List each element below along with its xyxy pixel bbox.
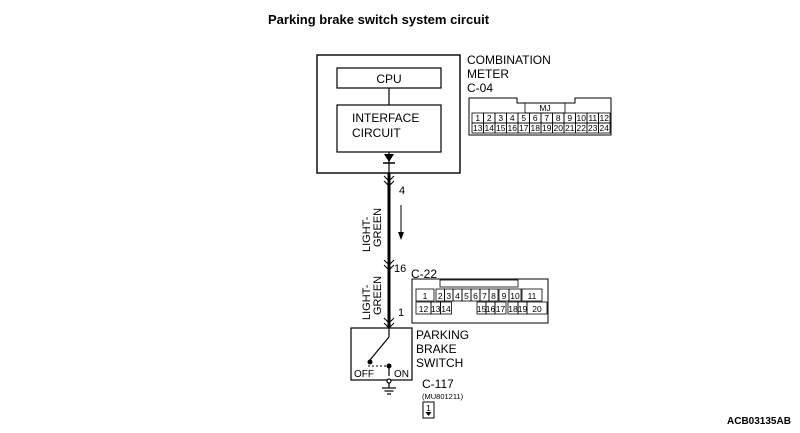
diode-symbol [384,154,394,162]
meter-name-line2: METER [467,67,509,81]
junction-pin-label: 14 [441,304,451,314]
meter-name-line1: COMBINATION [467,53,551,67]
wire-color-upper-line1: LIGHT- [361,216,373,252]
figure-code: ACB03135AB [727,416,791,427]
switch-connector-id: C-117 [422,377,454,391]
signal-direction-arrow [398,205,404,240]
junction-pin-label: 20 [532,304,542,314]
wire-color-upper-line2: GREEN [372,208,384,247]
junction-pin-label: 6 [473,291,478,301]
junction-pin-cell [415,288,435,302]
junction-pin-label: 5 [464,291,469,301]
junction-pin-label: 16 [486,304,496,314]
junction-pin-label: 15 [477,304,487,314]
wire-color-lower-line1: LIGHT- [361,284,373,320]
junction-pin-label: 9 [502,291,507,301]
meter-pin-label: 1 [475,113,480,123]
junction-pin-number: 16 [394,263,406,275]
junction-pin-label: 17 [496,304,506,314]
meter-connector-tag: MJ [539,103,550,113]
junction-pin-label: 7 [482,291,487,301]
junction-pin-label: 19 [518,304,528,314]
switch-off-label: OFF [354,369,374,380]
meter-pin-label: 10 [577,113,587,123]
meter-pin-label: 19 [542,123,552,133]
wire-color-lower-line2: GREEN [372,276,384,315]
parking-brake-switch: OFF ON [350,327,413,381]
switch-name-line2: BRAKE [416,342,457,356]
meter-pin-label: 14 [485,123,495,133]
junction-pin-cell [508,288,522,302]
meter-pin-label: 16 [508,123,518,133]
meter-pin-label: 3 [498,113,503,123]
junction-pin-cell [521,288,543,302]
meter-pin-label: 18 [531,123,541,133]
meter-pin-label: 13 [473,123,483,133]
switch-name-line3: SWITCH [416,356,463,370]
ground-icon [382,378,396,395]
junction-pin-label: 1 [423,291,428,301]
junction-pin-cell [526,301,548,315]
meter-pin-label: 22 [577,123,587,133]
meter-pin-cell [598,122,611,134]
meter-pin-label: 15 [496,123,506,133]
junction-pin-label: 12 [419,304,429,314]
meter-connector-id: C-04 [467,81,493,95]
junction-pin-label: 18 [508,304,518,314]
meter-pin-label: 17 [519,123,529,133]
meter-pin-label: 4 [510,113,515,123]
meter-pin-label: 2 [487,113,492,123]
interface-label-line1: INTERFACE [352,111,419,125]
switch-on-label: ON [394,369,409,380]
cpu-label: CPU [376,72,401,86]
junction-pin-label: 4 [455,291,460,301]
meter-pin-label: 8 [556,113,561,123]
meter-pin-label: 24 [600,123,610,133]
meter-pin-label: 5 [521,113,526,123]
junction-pin-label: 3 [446,291,451,301]
junction-connector-id: C-22 [411,267,437,281]
junction-pin-cell [440,301,452,315]
switch-pin-number: 1 [398,307,404,319]
junction-pin-label: 10 [510,291,520,301]
switch-connector-pin: 1 [426,403,431,413]
meter-pin-number: 4 [399,185,405,197]
junction-pin-label: 2 [438,291,443,301]
meter-pin-label: 9 [567,113,572,123]
junction-pin-cell [494,301,507,315]
meter-pin-label: 6 [533,113,538,123]
switch-connector-face: 1 [422,401,435,419]
meter-pin-label: 12 [600,113,610,123]
meter-pin-label: 21 [565,123,575,133]
junction-pin-label: 11 [528,291,537,301]
switch-part-number: (MU801211) [422,392,464,401]
junction-pin-label: 13 [431,304,441,314]
meter-pin-label: 20 [554,123,564,133]
switch-name-line1: PARKING [416,328,469,342]
meter-pin-label: 23 [588,123,598,133]
interface-label-line2: CIRCUIT [352,126,401,140]
meter-pin-label: 11 [588,113,597,123]
junction-pin-cell [488,288,499,302]
diagram-title: Parking brake switch system circuit [268,12,490,27]
junction-pin-label: 8 [491,291,496,301]
meter-pin-label: 7 [544,113,549,123]
